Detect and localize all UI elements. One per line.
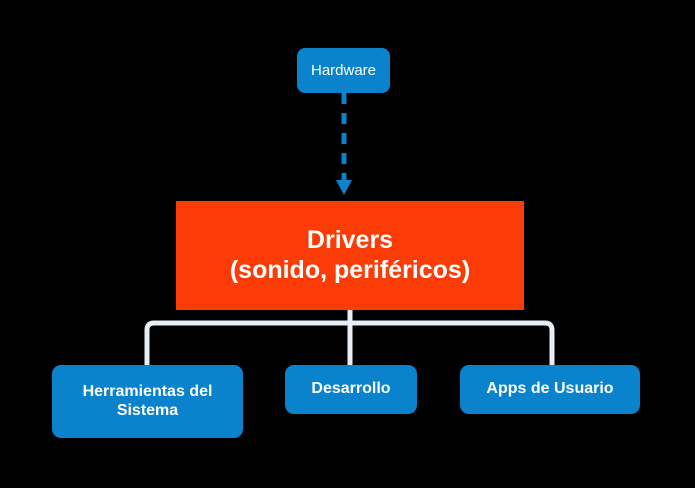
node-drivers[interactable]: Drivers (sonido, periféricos) [176,201,524,310]
node-herramientas-del-sistema[interactable]: Herramientas del Sistema [52,365,243,438]
connector-drivers-to-children [144,310,555,365]
node-drivers-label-line1: Drivers [306,226,394,254]
node-desarrollo-label: Desarrollo [311,380,391,398]
node-drivers-label: Drivers (sonido, periféricos) [230,226,470,285]
down-arrow-icon [336,180,352,195]
connector-hardware-to-drivers [336,93,352,195]
node-desarrollo[interactable]: Desarrollo [285,365,417,414]
node-drivers-label-line2: (sonido, periféricos) [229,255,471,284]
node-hardware[interactable]: Hardware [297,48,390,93]
node-apps-label: Apps de Usuario [486,380,614,398]
node-herramientas-label: Herramientas del Sistema [82,382,213,419]
node-hardware-label: Hardware [310,61,377,79]
node-apps-de-usuario[interactable]: Apps de Usuario [460,365,640,414]
